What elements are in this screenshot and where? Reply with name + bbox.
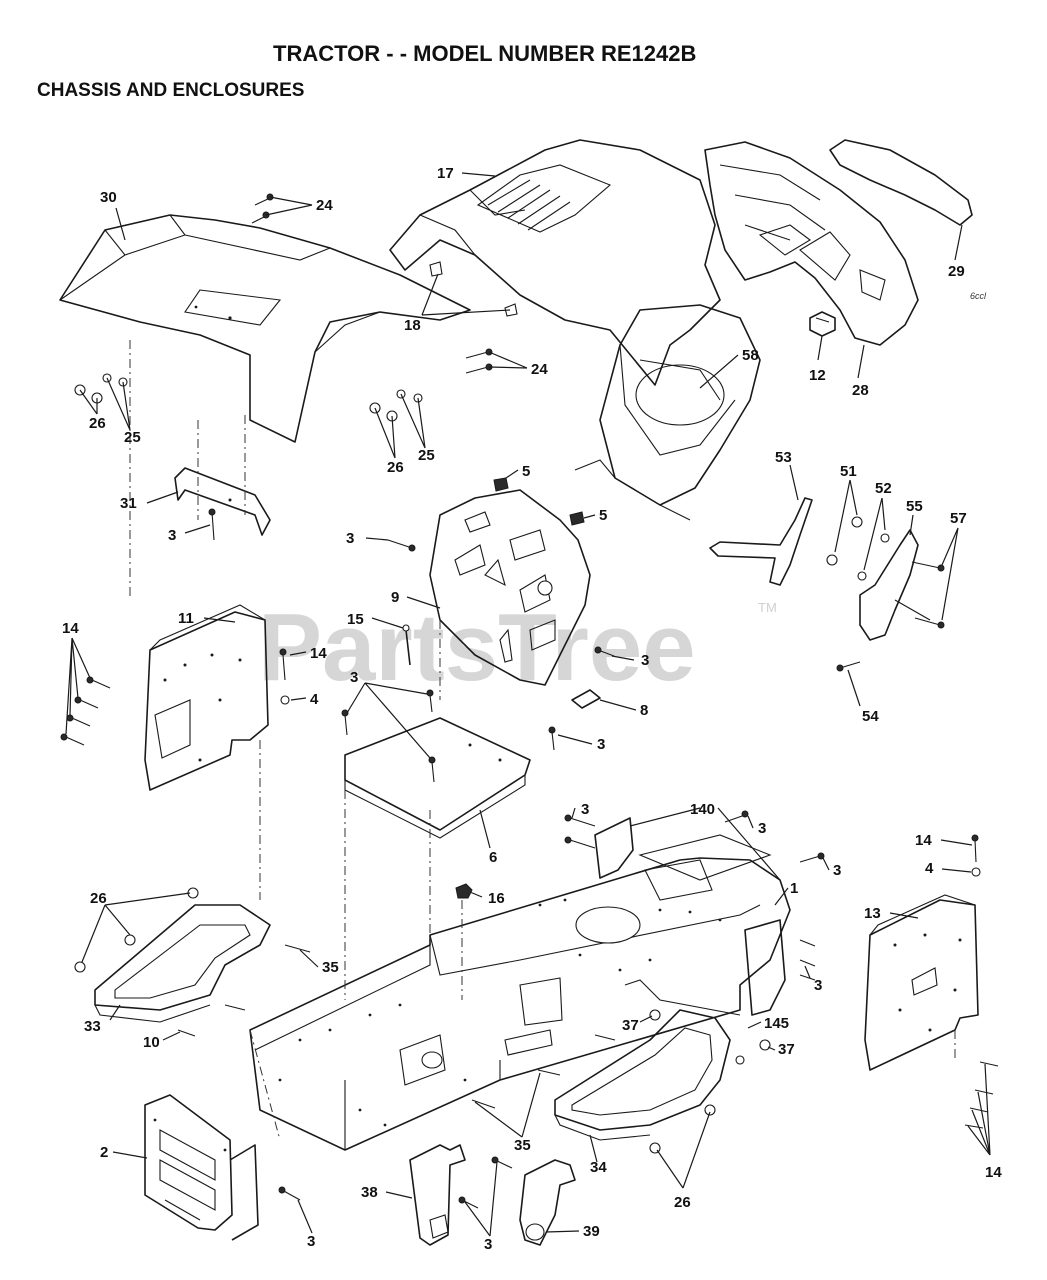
callout-30: 30: [100, 189, 117, 206]
callout-25-left: 25: [124, 429, 141, 446]
callout-34: 34: [590, 1159, 607, 1176]
callout-3-140-right: 3: [758, 820, 766, 837]
callout-4-right: 4: [925, 860, 934, 877]
hardware-fasteners: [60, 193, 999, 1209]
callout-12: 12: [809, 367, 826, 384]
callout-31: 31: [120, 495, 137, 512]
dash-shroud-part: [574, 304, 761, 521]
callout-14-left: 14: [62, 620, 79, 637]
callout-37-right: 37: [778, 1041, 795, 1058]
callout-52: 52: [875, 480, 892, 497]
bracket-38-part: [409, 1144, 466, 1246]
callout-18: 18: [404, 317, 421, 334]
callout-29: 29: [948, 263, 965, 280]
callout-3-8: 3: [597, 736, 605, 753]
foot-pan-33-part: [94, 904, 271, 1023]
callout-33: 33: [84, 1018, 101, 1035]
bracket-55-part: [859, 529, 931, 641]
callout-26-left: 26: [89, 415, 106, 432]
callout-3-140: 3: [581, 801, 589, 818]
page-title: TRACTOR - - MODEL NUMBER RE1242B: [273, 41, 696, 66]
bracket-140-part: [594, 817, 634, 879]
callout-39: 39: [583, 1223, 600, 1240]
callout-35-left: 35: [322, 959, 339, 976]
callout-2: 2: [100, 1144, 108, 1161]
leader-lines: [65, 172, 991, 1237]
callout-28: 28: [852, 382, 869, 399]
callout-26-pan-left: 26: [90, 890, 107, 907]
watermark-text: PartsTree: [258, 594, 696, 701]
callout-10: 10: [143, 1034, 160, 1051]
callout-15: 15: [347, 611, 364, 628]
callout-38: 38: [361, 1184, 378, 1201]
callout-3-31: 3: [168, 527, 176, 544]
callout-3-145: 3: [814, 977, 822, 994]
alignment-lines: [129, 340, 956, 1141]
bracket-39-part: [519, 1159, 576, 1246]
section-title: CHASSIS AND ENCLOSURES: [37, 80, 304, 101]
callout-9: 9: [391, 589, 399, 606]
callout-3-9-lower: 3: [641, 652, 649, 669]
callout-5-top: 5: [522, 463, 530, 480]
callout-17: 17: [437, 165, 454, 182]
callout-25-right: 25: [418, 447, 435, 464]
callout-8: 8: [640, 702, 648, 719]
callout-58: 58: [742, 347, 759, 364]
callout-14-lower-right: 14: [985, 1164, 1002, 1181]
watermark-mark: TM: [758, 600, 777, 615]
callout-13: 13: [864, 905, 881, 922]
grille-assembly-part: [704, 139, 973, 346]
floor-plate-6-part: [344, 717, 531, 839]
callout-11: 11: [178, 610, 194, 627]
callout-3-frame: 3: [833, 862, 841, 879]
callout-145: 145: [764, 1015, 789, 1032]
callout-3-38: 3: [484, 1236, 492, 1253]
callout-51: 51: [840, 463, 857, 480]
callout-26-right: 26: [387, 459, 404, 476]
callout-16: 16: [488, 890, 505, 907]
bracket-53-part: [709, 497, 813, 586]
callout-55: 55: [906, 498, 923, 515]
callout-37-left: 37: [622, 1017, 639, 1034]
callout-24-top: 24: [316, 197, 333, 214]
frame-1-part: [249, 834, 791, 1151]
callout-5-right: 5: [599, 507, 607, 524]
callout-57: 57: [950, 510, 967, 527]
side-panel-13-part: [864, 894, 979, 1071]
callout-140: 140: [690, 801, 715, 818]
bracket-31-part: [174, 467, 271, 536]
side-panel-11-part: [144, 604, 269, 791]
bracket-145-part: [624, 919, 786, 1016]
callout-6: 6: [489, 849, 497, 866]
callout-14-mid: 14: [310, 645, 327, 662]
callout-53: 53: [775, 449, 792, 466]
callout-54: 54: [862, 708, 879, 725]
dash-panel-part: [429, 489, 591, 686]
clip-12-part: [809, 311, 836, 337]
callout-35-lower: 35: [514, 1137, 531, 1154]
callout-labels: 30 24 17 29 18 24 12 28 58 26 25 26 25 5…: [62, 165, 1002, 1253]
callout-24-mid: 24: [531, 361, 548, 378]
rear-plate-2-part: [144, 1094, 259, 1241]
callout-3-plate-2: 3: [307, 1233, 315, 1250]
callout-14-right: 14: [915, 832, 932, 849]
hood-part: [389, 139, 721, 386]
callout-3-plate: 3: [350, 669, 358, 686]
callout-26-pan-right: 26: [674, 1194, 691, 1211]
reference-code: 6ccl: [970, 291, 987, 301]
callout-4-left: 4: [310, 691, 319, 708]
callout-1: 1: [790, 880, 798, 897]
callout-3-9: 3: [346, 530, 354, 547]
foot-pan-34-part: [554, 1009, 731, 1141]
fender-deck-part: [59, 214, 471, 443]
